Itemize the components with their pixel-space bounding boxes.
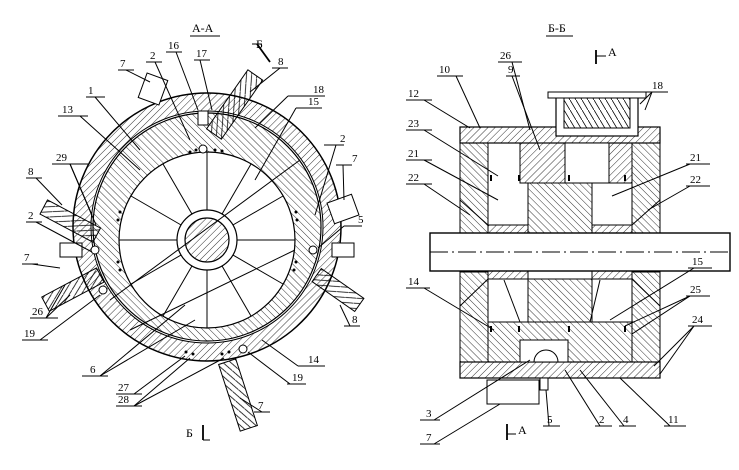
label-16: 16 — [168, 40, 180, 52]
label-r-7: 7 — [426, 432, 432, 444]
section-mark-b-bottom: Б — [186, 426, 193, 440]
label-r-14: 14 — [408, 276, 420, 288]
label-r-12: 12 — [408, 88, 419, 100]
label-13: 13 — [62, 104, 74, 116]
label-r-23: 23 — [408, 118, 420, 130]
label-r-4: 4 — [623, 414, 629, 426]
spring-left — [39, 199, 102, 243]
section-mark-b-top: Б — [256, 37, 263, 51]
spring-top — [205, 69, 264, 140]
spring-right-low — [311, 267, 365, 313]
label-r-10: 10 — [439, 64, 451, 76]
label-r-2: 2 — [599, 414, 605, 426]
label-r-22-left: 22 — [408, 172, 419, 184]
label-15: 15 — [308, 96, 320, 108]
label-17: 17 — [196, 48, 208, 60]
label-6: 6 — [90, 364, 96, 376]
label-r-25: 25 — [690, 284, 702, 296]
label-r-9: 9 — [508, 64, 514, 76]
seal-dots — [116, 148, 299, 356]
label-2-right: 2 — [340, 133, 346, 145]
label-r-11: 11 — [668, 414, 679, 426]
label-5: 5 — [358, 214, 364, 226]
right-view-title: Б-Б — [548, 21, 566, 35]
label-26: 26 — [32, 306, 44, 318]
label-r-15: 15 — [692, 256, 704, 268]
label-14: 14 — [308, 354, 320, 366]
label-27: 27 — [118, 382, 130, 394]
label-r-5: 5 — [547, 414, 553, 426]
label-28: 28 — [118, 394, 130, 406]
label-19-left: 19 — [24, 328, 36, 340]
label-7-bottom: 7 — [258, 400, 264, 412]
label-2-top: 2 — [150, 50, 156, 62]
label-8-left: 8 — [28, 166, 34, 178]
label-2-left: 2 — [28, 210, 34, 222]
label-r-24: 24 — [692, 314, 704, 326]
left-view-title: А-А — [192, 21, 214, 35]
label-r-21-left: 21 — [408, 148, 419, 160]
shaft — [184, 217, 230, 263]
spring-left-low — [41, 267, 105, 312]
label-19-right: 19 — [292, 372, 304, 384]
label-7-right: 7 — [352, 153, 358, 165]
section-a-a-view: А-А Б Б — [22, 21, 365, 441]
label-18: 18 — [313, 84, 325, 96]
label-r-26: 26 — [500, 50, 512, 62]
label-r-18: 18 — [652, 80, 664, 92]
section-mark-a-top: А — [608, 45, 617, 59]
label-r-3: 3 — [426, 408, 432, 420]
label-29: 29 — [56, 152, 68, 164]
label-8-top: 8 — [278, 56, 284, 68]
label-r-22-right: 22 — [690, 174, 701, 186]
label-7-left: 7 — [24, 252, 30, 264]
label-7-top: 7 — [120, 58, 126, 70]
label-1: 1 — [88, 85, 94, 97]
spring-bottom — [217, 358, 259, 432]
section-mark-a-bottom: А — [518, 423, 527, 437]
section-b-b-view: Б-Б А А — [406, 21, 731, 445]
label-r-21-right: 21 — [690, 152, 701, 164]
label-8-right: 8 — [352, 314, 358, 326]
